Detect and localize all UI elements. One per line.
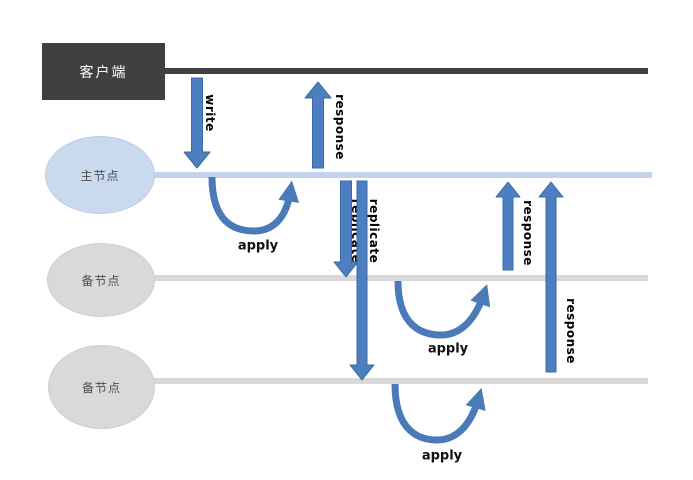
primary-lifeline [152, 172, 652, 178]
response-backup2-label: response [564, 298, 578, 364]
apply-backup1-arc-icon [394, 280, 491, 339]
client-node: 客户端 [42, 43, 165, 100]
response-client-label: response [333, 94, 347, 160]
apply-backup2-label: apply [421, 448, 463, 464]
replicate-label: replicate [367, 198, 381, 264]
response-client-arrow-icon [304, 81, 332, 169]
apply-backup1-label: apply [427, 341, 469, 357]
client-node-label: 客户端 [79, 64, 128, 81]
write-label: write [203, 94, 217, 132]
backup-node-1: 备节点 [47, 243, 155, 317]
primary-node-label: 主节点 [80, 168, 120, 183]
backup-node-1-label: 备节点 [81, 273, 121, 288]
backup1-lifeline [152, 275, 648, 281]
response-backup1-label: response [521, 200, 535, 266]
apply-primary-arc-icon [208, 176, 300, 235]
primary-node: 主节点 [45, 136, 155, 214]
apply-backup2-arc-icon [391, 383, 486, 444]
backup-node-2: 备节点 [48, 345, 155, 429]
client-lifeline [165, 68, 648, 74]
backup2-lifeline [154, 378, 648, 384]
replicate-label-occluded: replicate [349, 198, 363, 264]
apply-primary-label: apply [237, 238, 279, 254]
response-backup1-arrow-icon [495, 181, 521, 271]
backup-node-2-label: 备节点 [81, 380, 121, 395]
